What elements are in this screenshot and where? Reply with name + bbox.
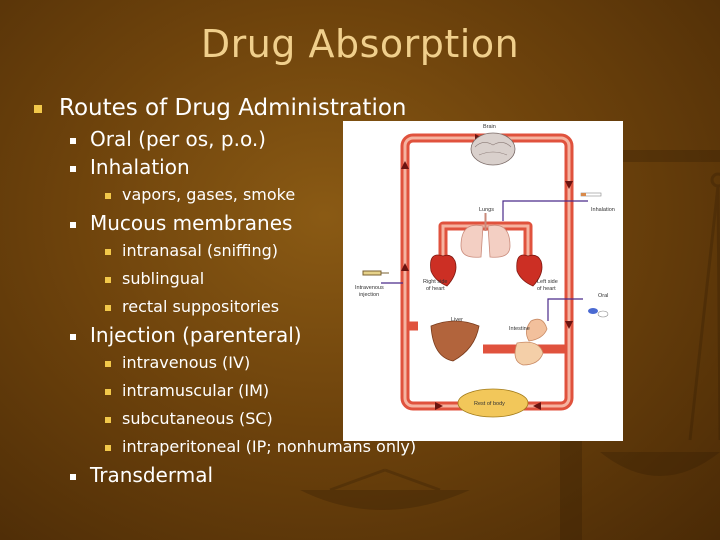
label-left-heart-2: of heart xyxy=(537,286,556,292)
bullet-text: subcutaneous (SC) xyxy=(122,409,273,428)
square-bullet-icon xyxy=(70,334,76,340)
bullet-transdermal: Transdermal xyxy=(32,461,472,489)
bullet-text: Transdermal xyxy=(90,463,214,487)
bullet-text: vapors, gases, smoke xyxy=(122,185,296,204)
label-brain: Brain xyxy=(483,124,496,130)
bullet-text: Oral (per os, p.o.) xyxy=(90,127,266,151)
intestine-icon xyxy=(514,341,544,366)
bullet-intranasal: intranasal (sniffing) xyxy=(32,237,472,265)
bullet-iv: intravenous (IV) xyxy=(32,349,472,377)
bullet-text: intramuscular (IM) xyxy=(122,381,270,400)
bullet-injection: Injection (parenteral) xyxy=(32,321,472,349)
label-inhalation: Inhalation xyxy=(591,207,615,213)
rest-of-body-icon xyxy=(457,388,529,418)
label-iv: Intravenous xyxy=(355,285,384,291)
bullet-sublingual: sublingual xyxy=(32,265,472,293)
bullet-inhalation: Inhalation xyxy=(32,153,472,181)
bullet-text: intravenous (IV) xyxy=(122,353,251,372)
pills-icon xyxy=(588,308,609,318)
bullet-list: Routes of Drug Administration Oral (per … xyxy=(32,92,472,489)
stomach-icon xyxy=(526,318,548,342)
label-liver: Liver xyxy=(451,317,463,323)
square-bullet-icon xyxy=(105,389,111,395)
bullet-vapors: vapors, gases, smoke xyxy=(32,181,472,209)
bullet-text: Routes of Drug Administration xyxy=(59,95,407,121)
cigarette-icon xyxy=(580,192,602,197)
bullet-text: sublingual xyxy=(122,269,205,288)
square-bullet-icon xyxy=(105,361,111,367)
square-bullet-icon xyxy=(105,193,111,199)
bullet-im: intramuscular (IM) xyxy=(32,377,472,405)
bullet-text: intraperitoneal (IP; nonhumans only) xyxy=(122,437,417,456)
label-oral: Oral xyxy=(598,293,608,299)
label-rest-of-body: Rest of body xyxy=(474,401,505,407)
square-bullet-icon xyxy=(105,277,111,283)
lungs-icon xyxy=(460,224,511,258)
bullet-text: rectal suppositories xyxy=(122,297,280,316)
brain-icon xyxy=(470,132,516,166)
square-bullet-icon xyxy=(105,445,111,451)
bullet-ip: intraperitoneal (IP; nonhumans only) xyxy=(32,433,472,461)
square-bullet-icon xyxy=(70,166,76,172)
label-intestine: Intestine xyxy=(509,326,530,332)
outer-vessel-loop xyxy=(400,133,574,411)
label-left-heart: Left side xyxy=(537,279,558,285)
label-right-heart: Right side xyxy=(423,279,447,285)
label-lungs: Lungs xyxy=(479,207,494,213)
bullet-oral: Oral (per os, p.o.) xyxy=(32,125,472,153)
syringe-icon xyxy=(362,270,389,276)
circulation-diagram: Brain Lungs Inhalation Right side of hea… xyxy=(343,121,623,441)
label-iv-2: injection xyxy=(359,292,379,298)
right-heart-icon xyxy=(430,254,457,287)
bullet-text: Mucous membranes xyxy=(90,211,293,235)
square-bullet-icon xyxy=(34,105,42,113)
square-bullet-icon xyxy=(70,474,76,480)
lung-vessel-loop xyxy=(438,221,533,261)
inhalation-pointer xyxy=(502,200,588,221)
bullet-routes: Routes of Drug Administration xyxy=(32,92,472,125)
oral-pointer xyxy=(547,298,583,321)
bullet-sc: subcutaneous (SC) xyxy=(32,405,472,433)
bullet-mucous: Mucous membranes xyxy=(32,209,472,237)
square-bullet-icon xyxy=(105,305,111,311)
liver-icon xyxy=(430,320,480,362)
square-bullet-icon xyxy=(70,138,76,144)
bullet-text: Injection (parenteral) xyxy=(90,323,302,347)
bullet-rectal: rectal suppositories xyxy=(32,293,472,321)
label-right-heart-2: of heart xyxy=(426,286,445,292)
square-bullet-icon xyxy=(105,417,111,423)
square-bullet-icon xyxy=(70,222,76,228)
bullet-text: intranasal (sniffing) xyxy=(122,241,279,260)
left-heart-icon xyxy=(516,254,543,287)
square-bullet-icon xyxy=(105,249,111,255)
bullet-text: Inhalation xyxy=(90,155,190,179)
slide-title: Drug Absorption xyxy=(200,22,520,66)
